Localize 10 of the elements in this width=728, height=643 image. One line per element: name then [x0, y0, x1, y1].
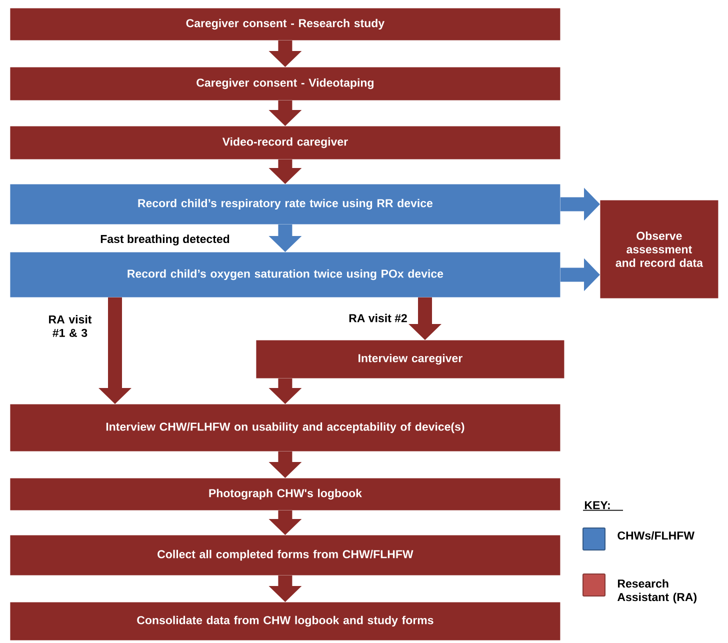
- measurement-box: Record child’s respiratory rate twice using RR device: [10, 184, 560, 224]
- process-box: Consolidate data from CHW logbook and study forms: [10, 602, 560, 640]
- key-heading: KEY:: [584, 501, 610, 510]
- legend-label: CHWs/FLHFW: [618, 531, 694, 540]
- legend-label: Research Assistant (RA): [618, 579, 696, 604]
- edge-label: Fast breathing detected: [100, 234, 230, 246]
- process-box: Caregiver consent - Research study: [10, 8, 560, 40]
- edge-label: RA visit #2: [349, 314, 407, 322]
- edge-label: RA visit #1 & 3: [49, 315, 92, 337]
- process-box: Observe assessment and record data: [600, 200, 718, 298]
